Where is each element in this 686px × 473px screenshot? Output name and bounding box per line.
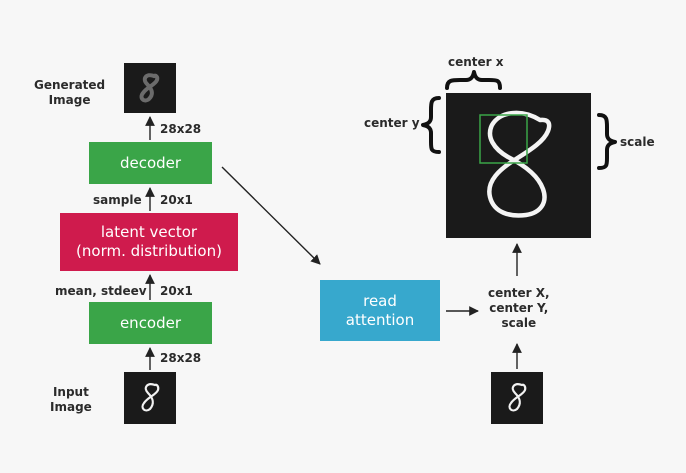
sample-label: sample	[93, 193, 142, 207]
scale-brace	[597, 113, 617, 170]
generated-digit-eight	[139, 73, 160, 103]
encoder-block: encoder	[89, 302, 212, 344]
decoder-block: decoder	[89, 142, 212, 184]
encoder-label: encoder	[119, 313, 182, 332]
center-y-brace	[421, 96, 441, 154]
read-attention-label: read attention	[345, 291, 415, 329]
mean-stdeev-label: mean, stdeev	[55, 284, 147, 298]
latent-vector-label: latent vector (norm. distribution)	[76, 223, 222, 260]
center-y-label: center y	[364, 116, 420, 130]
center-x-brace	[445, 70, 502, 90]
arrow-decoder-to-read-attention	[221, 166, 321, 265]
dim-top-label: 28x28	[160, 122, 202, 136]
right-input-digit-eight	[508, 383, 527, 412]
attention-digit-eight	[479, 110, 552, 218]
center-x-label: center x	[448, 55, 504, 69]
generated-image-label: Generated Image	[34, 78, 106, 107]
right-input-image	[491, 372, 543, 424]
input-image	[124, 372, 176, 424]
attention-image	[446, 93, 591, 238]
input-digit-eight	[141, 383, 160, 412]
read-attention-block: read attention	[320, 280, 440, 341]
input-image-label: Input Image	[50, 385, 92, 414]
decoder-label: decoder	[119, 153, 182, 172]
dim-sample-label: 20x1	[160, 193, 193, 207]
attention-window	[479, 114, 528, 164]
dim-bottom-label: 28x28	[160, 351, 202, 365]
scale-label: scale	[620, 135, 655, 149]
params-label: center X, center Y, scale	[488, 286, 550, 330]
generated-image	[124, 63, 176, 113]
latent-vector-block: latent vector (norm. distribution)	[60, 213, 238, 271]
dim-mean-label: 20x1	[160, 284, 193, 298]
